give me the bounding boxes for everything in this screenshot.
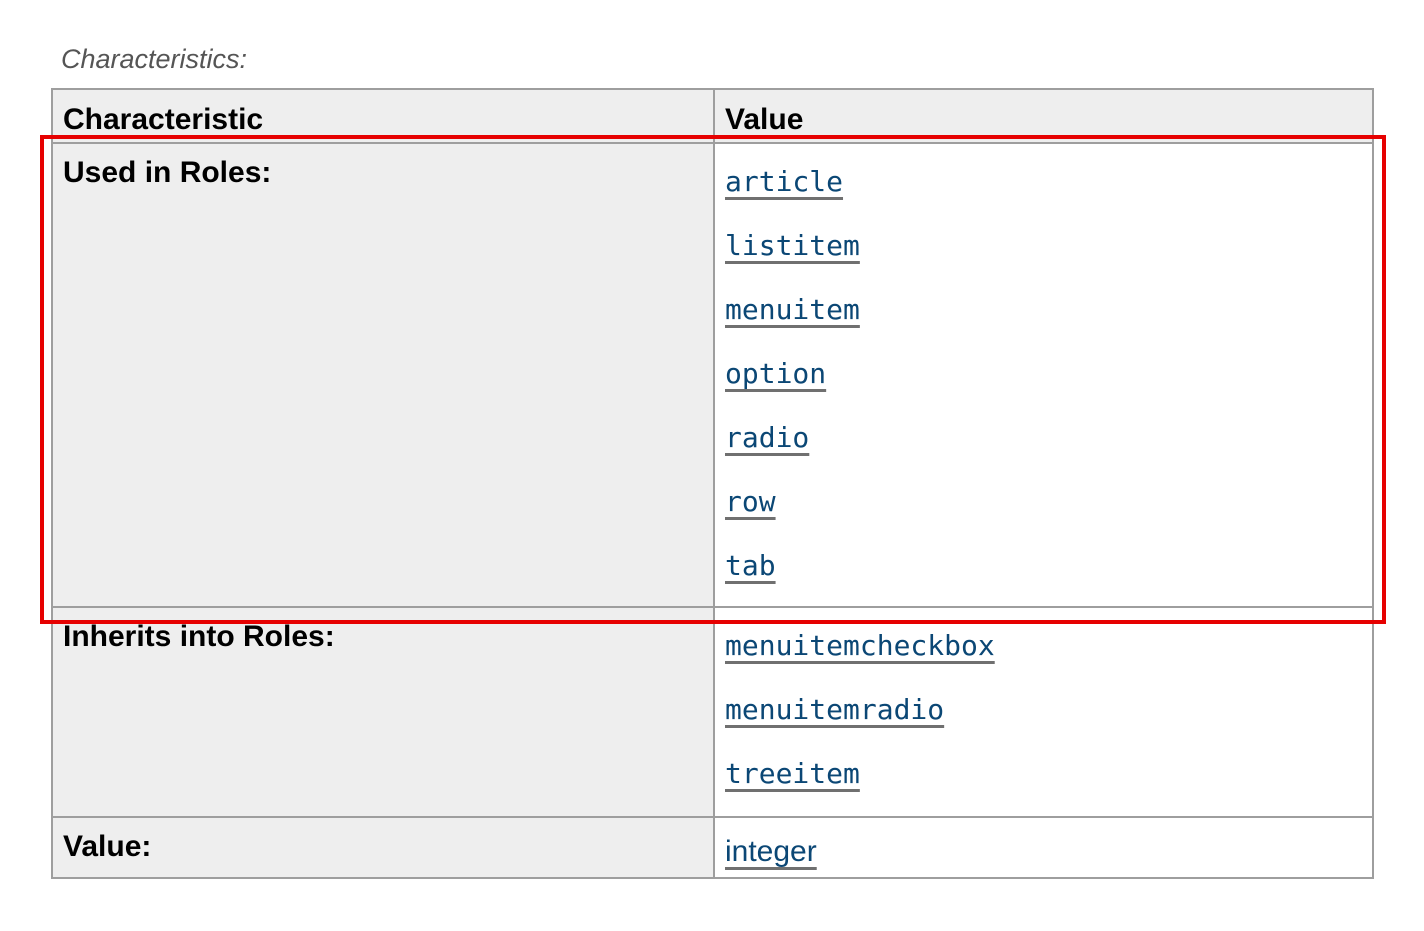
table-row-inherits-into-roles: Inherits into Roles: menuitemcheckbox me… bbox=[51, 606, 1374, 818]
role-link-menuitemcheckbox[interactable]: menuitemcheckbox bbox=[725, 629, 995, 662]
role-link-article[interactable]: article bbox=[725, 165, 844, 198]
role-link-tab[interactable]: tab bbox=[725, 549, 776, 582]
role-link-menuitemradio[interactable]: menuitemradio bbox=[725, 693, 945, 726]
row-label-value: Value: bbox=[51, 816, 715, 879]
table-row-value: Value: integer bbox=[51, 816, 1374, 879]
table-row-used-in-roles: Used in Roles: article listitem menuitem… bbox=[51, 142, 1374, 608]
role-list: article listitem menuitem option radio r… bbox=[725, 158, 1362, 606]
role-link-menuitem[interactable]: menuitem bbox=[725, 293, 860, 326]
header-row: Characteristic Value bbox=[51, 88, 1374, 144]
value-type-link-integer[interactable]: integer bbox=[725, 835, 817, 868]
role-link-listitem[interactable]: listitem bbox=[725, 229, 860, 262]
table-caption: Characteristics: bbox=[61, 44, 248, 74]
column-header-characteristic: Characteristic bbox=[51, 88, 715, 144]
row-value-inherits-into-roles: menuitemcheckbox menuitemradio treeitem bbox=[713, 606, 1374, 818]
row-label-used-in-roles: Used in Roles: bbox=[51, 142, 715, 608]
column-header-value: Value bbox=[713, 88, 1374, 144]
row-label-inherits-into-roles: Inherits into Roles: bbox=[51, 606, 715, 818]
role-list: menuitemcheckbox menuitemradio treeitem bbox=[725, 622, 1362, 814]
role-link-option[interactable]: option bbox=[725, 357, 827, 390]
role-link-radio[interactable]: radio bbox=[725, 421, 810, 454]
role-link-row[interactable]: row bbox=[725, 485, 776, 518]
row-value-used-in-roles: article listitem menuitem option radio r… bbox=[713, 142, 1374, 608]
characteristics-table: Characteristic Value Used in Roles: arti… bbox=[51, 88, 1374, 879]
role-link-treeitem[interactable]: treeitem bbox=[725, 757, 860, 790]
row-value-value: integer bbox=[713, 816, 1374, 879]
